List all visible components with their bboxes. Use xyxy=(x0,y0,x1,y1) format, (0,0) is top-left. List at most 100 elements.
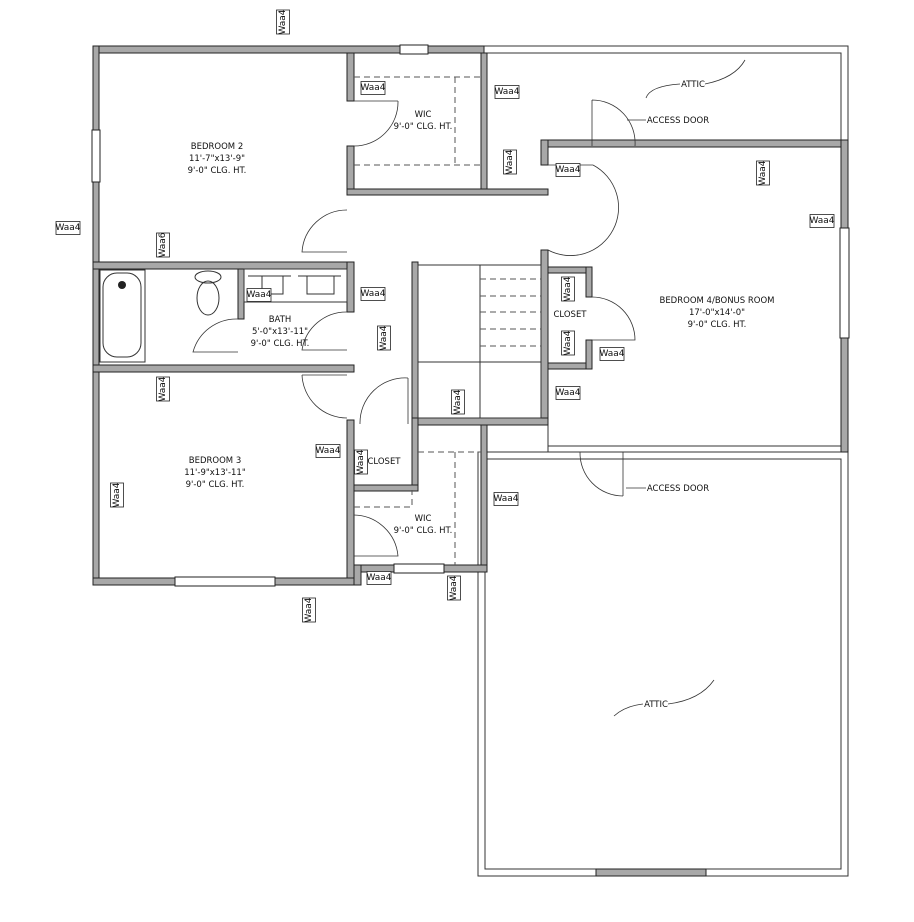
closet-bed4-name: CLOSET xyxy=(553,310,587,320)
bedroom3-ceiling: 9'-0" CLG. HT. xyxy=(186,480,245,490)
access-door-lower-label: ACCESS DOOR xyxy=(647,484,709,494)
wall-tag-box xyxy=(447,575,461,601)
tub-faucet-icon xyxy=(118,281,126,289)
wall-tag-label: Waa4 xyxy=(356,449,366,474)
wall-tag-box xyxy=(156,376,170,402)
wall-tag-label: Waa4 xyxy=(360,289,385,299)
wall-tag-label: Waa4 xyxy=(555,165,580,175)
room-labels: BEDROOM 2 11'-7"x13'-9" 9'-0" CLG. HT. W… xyxy=(184,80,774,710)
wall-tag-label: Waa4 xyxy=(304,597,314,622)
wall-tag: Waa4 xyxy=(493,492,519,506)
wall-tag-box xyxy=(302,597,316,623)
bedroom2-size: 11'-7"x13'-9" xyxy=(189,154,245,164)
wall-tag-label: Waa6 xyxy=(158,232,168,257)
wall-tag: Waa4 xyxy=(494,85,520,99)
wall-tag: Waa4 xyxy=(451,389,465,415)
wall-tag: Waa4 xyxy=(354,449,368,475)
windows xyxy=(91,44,850,587)
doors[interactable] xyxy=(192,99,636,557)
wall-tag-box xyxy=(55,221,81,235)
wall-tag: Waa6 xyxy=(156,232,170,258)
attic-lower-label: ATTIC xyxy=(644,700,668,710)
walls xyxy=(92,45,849,586)
bath-fixtures xyxy=(99,268,348,363)
wall-tag-box xyxy=(561,330,575,356)
wic-lower-name: WIC xyxy=(415,514,432,524)
wall-tag: Waa4 xyxy=(366,571,392,585)
bedroom4-ceiling: 9'-0" CLG. HT. xyxy=(688,320,747,330)
wall-tag: Waa4 xyxy=(360,81,386,95)
wall-tag-box xyxy=(360,287,386,301)
bath-ceiling: 9'-0" CLG. HT. xyxy=(251,339,310,349)
wall-tag-label: Waa4 xyxy=(758,160,768,185)
wall-tag-label: Waa4 xyxy=(453,389,463,414)
wall-tag-label: Waa4 xyxy=(599,349,624,359)
attic-outlines xyxy=(477,45,849,877)
wall-tag-box xyxy=(555,386,581,400)
bedroom4-name: BEDROOM 4/BONUS ROOM xyxy=(659,296,774,306)
wic-upper-ceiling: 9'-0" CLG. HT. xyxy=(394,122,453,132)
wall-tag: Waa4 xyxy=(315,444,341,458)
wall-tag-label: Waa4 xyxy=(55,223,80,233)
wall-tag: Waa4 xyxy=(561,276,575,302)
wall-tag: Waa4 xyxy=(302,597,316,623)
wall-tag-label: Waa4 xyxy=(315,446,340,456)
wall-tag: Waa4 xyxy=(599,347,625,361)
closet-bed3-name: CLOSET xyxy=(367,457,401,467)
wall-tag-label: Waa4 xyxy=(563,276,573,301)
shelving xyxy=(354,76,481,565)
wall-tag-box xyxy=(494,85,520,99)
wall-tag-box xyxy=(599,347,625,361)
attic-arrows xyxy=(613,59,746,717)
stairs[interactable] xyxy=(417,264,542,419)
wall-tag-box xyxy=(110,482,124,508)
wall-tag-label: Waa4 xyxy=(246,290,271,300)
wall-tag-box xyxy=(246,288,272,302)
wall-tag-box xyxy=(561,276,575,302)
bedroom3-name: BEDROOM 3 xyxy=(189,456,241,466)
wall-tag-label: Waa4 xyxy=(449,575,459,600)
wall-tag-box xyxy=(756,160,770,186)
wall-tag: Waa4 xyxy=(110,482,124,508)
bedroom3-size: 11'-9"x13'-11" xyxy=(184,468,246,478)
wall-tag-label: Waa4 xyxy=(809,216,834,226)
wall-tag-box xyxy=(503,149,517,175)
wall-tag: Waa4 xyxy=(555,163,581,177)
wall-tag: Waa4 xyxy=(276,9,290,35)
wall-tag: Waa4 xyxy=(555,386,581,400)
wall-tag-box xyxy=(156,232,170,258)
wall-tag-box xyxy=(366,571,392,585)
wall-tag-box xyxy=(354,449,368,475)
wall-tag-box xyxy=(377,325,391,351)
attic-upper-label: ATTIC xyxy=(681,80,705,90)
bath-size: 5'-0"x13'-11" xyxy=(252,327,308,337)
wall-tag-label: Waa4 xyxy=(493,494,518,504)
bedroom4-size: 17'-0"x14'-0" xyxy=(689,308,745,318)
toilet-icon xyxy=(196,280,220,316)
wall-tag: Waa4 xyxy=(809,214,835,228)
wall-tag-label: Waa4 xyxy=(494,87,519,97)
wall-tag: Waa4 xyxy=(447,575,461,601)
wall-tag-label: Waa4 xyxy=(112,482,122,507)
bedroom2-name: BEDROOM 2 xyxy=(191,142,243,152)
wall-tag: Waa4 xyxy=(55,221,81,235)
wall-tag-label: Waa4 xyxy=(366,573,391,583)
wall-tag-label: Waa4 xyxy=(505,149,515,174)
access-door-upper-label: ACCESS DOOR xyxy=(647,116,709,126)
wall-tag: Waa4 xyxy=(561,330,575,356)
wall-tag: Waa4 xyxy=(246,288,272,302)
wic-upper-name: WIC xyxy=(415,110,432,120)
wall-tag-box xyxy=(451,389,465,415)
wall-tag-label: Waa4 xyxy=(158,376,168,401)
bedroom2-ceiling: 9'-0" CLG. HT. xyxy=(188,166,247,176)
wall-tag-box xyxy=(276,9,290,35)
wall-tag-label: Waa4 xyxy=(379,325,389,350)
bath-name: BATH xyxy=(269,315,292,325)
wall-tag: Waa4 xyxy=(360,287,386,301)
wall-tag-label: Waa4 xyxy=(555,388,580,398)
wall-tag-box xyxy=(360,81,386,95)
wall-tag: Waa4 xyxy=(503,149,517,175)
toilet-tank-icon xyxy=(194,270,222,284)
